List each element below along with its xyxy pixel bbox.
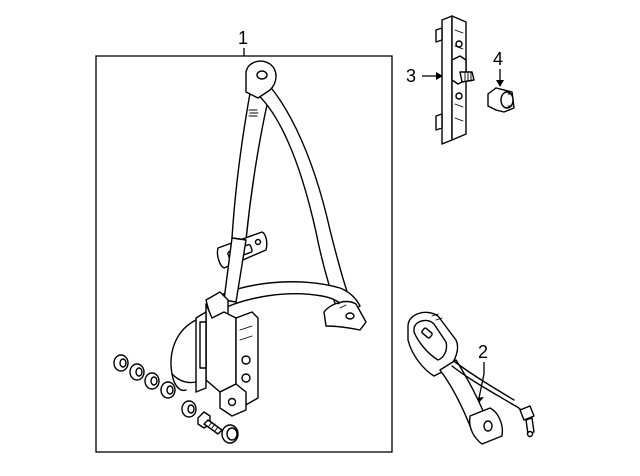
release-button bbox=[421, 327, 433, 339]
webbing-inner-strap bbox=[231, 81, 271, 241]
washer-1 bbox=[113, 354, 129, 372]
anchor-bolt bbox=[487, 87, 515, 113]
mounting-bolt bbox=[197, 411, 223, 435]
lower-anchor-tongue bbox=[323, 300, 367, 331]
webbing-label-mark bbox=[248, 109, 259, 117]
bolt-threads bbox=[507, 93, 513, 107]
buckle-sensor-wire-2 bbox=[454, 361, 515, 401]
adjuster-tab-bottom bbox=[435, 113, 443, 131]
callout-label-3: 3 bbox=[406, 66, 416, 86]
bracket-ribs bbox=[239, 325, 253, 341]
bracket-bolt-hole-upper bbox=[241, 355, 251, 365]
adjuster-rail-front bbox=[441, 15, 453, 145]
retractor-spool bbox=[199, 321, 207, 369]
washer-4 bbox=[160, 381, 176, 399]
wire-connector-plug bbox=[525, 417, 535, 435]
slip-guide-rivet bbox=[254, 238, 262, 246]
retractor-cable-end bbox=[171, 373, 197, 384]
tongue-detail bbox=[337, 300, 347, 309]
assembly-1-frame bbox=[95, 55, 393, 453]
adjuster-stud bbox=[459, 71, 475, 83]
washer-5 bbox=[181, 400, 197, 418]
buckle-anchor-hole bbox=[483, 420, 493, 432]
stud-threads bbox=[464, 72, 472, 82]
arrowhead-3 bbox=[436, 72, 443, 80]
seat-belt-assembly bbox=[170, 60, 367, 417]
upper-anchor-hole bbox=[256, 70, 268, 80]
buckle-assembly bbox=[407, 311, 535, 445]
leader-line-2 bbox=[478, 362, 485, 399]
washer-3 bbox=[144, 372, 160, 390]
retractor-cable bbox=[170, 319, 197, 392]
height-adjuster bbox=[435, 15, 475, 145]
wire-connector bbox=[519, 405, 535, 421]
adjuster-tab-top bbox=[435, 27, 443, 43]
cap-nut bbox=[221, 424, 239, 444]
callout-label-4: 4 bbox=[493, 49, 503, 69]
callout-label-1: 1 bbox=[238, 28, 248, 48]
lower-anchor-hole bbox=[345, 312, 355, 320]
bracket-foot-hole bbox=[227, 397, 237, 407]
buckle-slot bbox=[431, 313, 443, 321]
adjuster-hole-lower bbox=[455, 92, 463, 100]
wire-connector-pin bbox=[526, 430, 534, 438]
arrowhead-4 bbox=[496, 80, 504, 87]
webbing-lower-strap bbox=[223, 237, 247, 303]
bolt-shank-end bbox=[500, 91, 514, 109]
washer-2 bbox=[129, 363, 145, 381]
retractor-housing bbox=[205, 303, 237, 393]
bracket-bolt-hole-lower bbox=[241, 373, 251, 383]
hardware-set bbox=[113, 354, 239, 444]
adjuster-hole-upper bbox=[455, 40, 463, 48]
callout-label-2: 2 bbox=[478, 342, 488, 362]
